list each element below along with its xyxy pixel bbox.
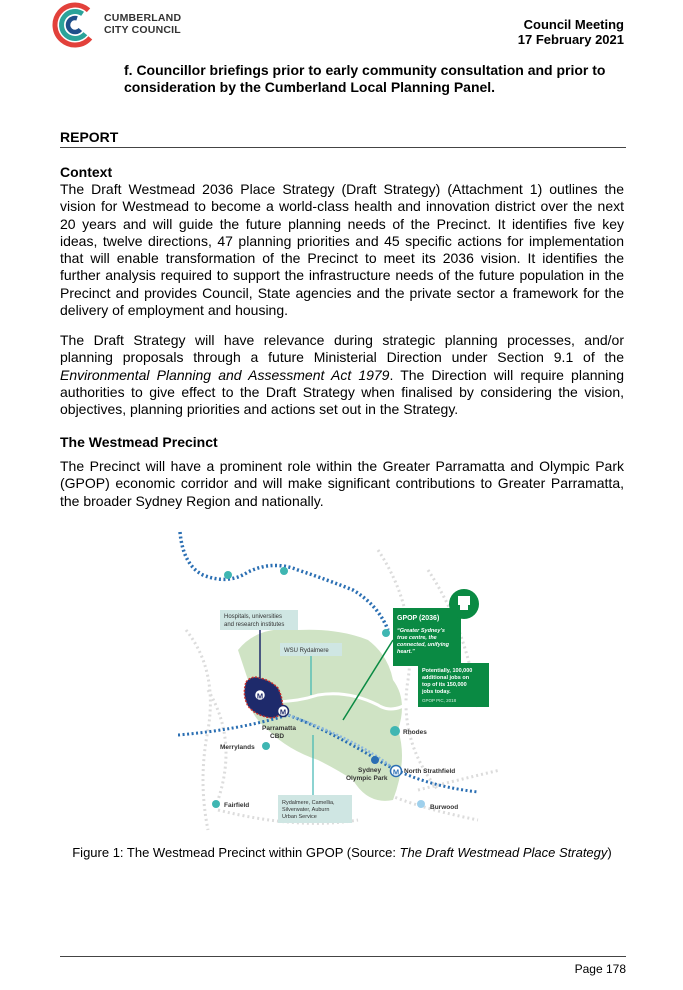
burwood-label: Burwood	[430, 804, 458, 811]
wsu-label: WSU Rydalmere	[284, 648, 329, 654]
report-heading: REPORT	[60, 129, 119, 145]
logo-line-2: CITY COUNCIL	[104, 24, 181, 36]
hospitals-label-1: Hospitals, universities	[224, 614, 282, 620]
caption-prefix: Figure 1: The Westmead Precinct within G…	[72, 845, 400, 860]
gpop-map-figure: M M M Hospitals, universities and resear…	[178, 531, 500, 831]
context-heading: Context	[60, 164, 113, 180]
caption-source-title: The Draft Westmead Place Strategy	[399, 845, 608, 860]
meeting-title: Council Meeting	[523, 17, 624, 32]
figure-caption: Figure 1: The Westmead Precinct within G…	[60, 845, 624, 861]
legislation-title: Environmental Planning and Assessment Ac…	[60, 366, 390, 383]
metro-marker-3: M	[393, 768, 399, 777]
recommendation-item: f. Councillor briefings prior to early c…	[124, 62, 606, 95]
logo-line-1: CUMBERLAND	[104, 12, 182, 24]
north-strathfield-label: North Strathfield	[404, 768, 455, 775]
precinct-paragraph: The Precinct will have a prominent role …	[60, 458, 624, 509]
cumberland-logo-icon	[52, 2, 98, 48]
context-paragraph-2: The Draft Strategy will have relevance d…	[60, 332, 624, 418]
sydney-olympic-label-1: Sydney	[358, 767, 382, 774]
meeting-date: 17 February 2021	[517, 32, 624, 47]
gpop-quote-4: heart.”	[397, 649, 415, 655]
fairfield-label: Fairfield	[224, 802, 249, 809]
jobs-line-1: Potentially, 100,000	[422, 668, 472, 674]
jobs-line-3: top of its 150,000	[422, 682, 467, 688]
metro-marker-1: M	[257, 692, 263, 701]
hospitals-label-2: and research institutes	[224, 622, 284, 628]
parramatta-label-1: Parramatta	[262, 725, 296, 732]
parramatta-label-2: CBD	[270, 733, 284, 740]
gpop-title: GPOP (2036)	[397, 615, 439, 622]
rhodes-label: Rhodes	[403, 729, 427, 736]
precinct-heading: The Westmead Precinct	[60, 434, 218, 450]
footer-divider	[60, 956, 626, 957]
urban-service-label-2: Silverwater, Auburn	[282, 807, 329, 813]
gpop-quote-1: “Greater Sydney’s	[397, 628, 445, 634]
gpop-quote-3: connected, unifying	[397, 642, 450, 648]
merrylands-label: Merrylands	[220, 744, 255, 751]
context-paragraph-2-text-b: . The Direction will require planning au…	[60, 366, 624, 418]
caption-suffix: )	[607, 845, 612, 860]
page-number: Page 178	[574, 962, 626, 976]
urban-service-label-3: Urban Service	[282, 814, 317, 820]
gpop-quote-2: true centre, the	[397, 635, 437, 641]
jobs-line-2: additional jobs on	[422, 675, 470, 681]
jobs-source: GPOP PIC, 2018	[422, 698, 457, 703]
context-paragraph-1: The Draft Westmead 2036 Place Strategy (…	[60, 181, 624, 319]
meeting-header: Council Meeting 17 February 2021	[518, 17, 624, 47]
logo-text: CUMBERLAND CITY COUNCIL	[104, 12, 181, 36]
sydney-olympic-label-2: Olympic Park	[346, 775, 388, 782]
report-divider	[60, 147, 626, 148]
urban-service-label-1: Rydalmere, Camellia,	[282, 800, 335, 806]
context-paragraph-2-text-a: The Draft Strategy will have relevance d…	[60, 332, 624, 366]
jobs-line-4: jobs today.	[421, 689, 451, 695]
metro-marker-2: M	[280, 708, 286, 717]
